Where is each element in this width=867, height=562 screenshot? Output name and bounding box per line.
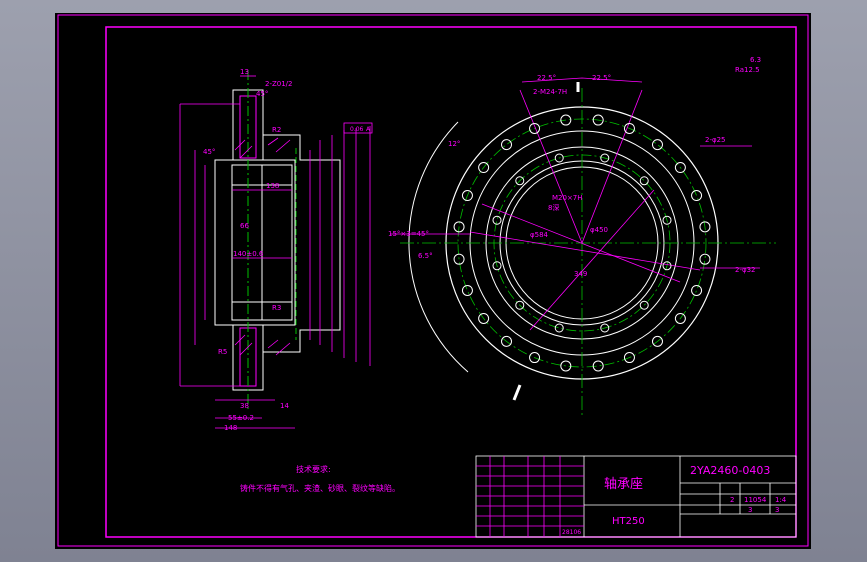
drawing-number: 2YA2460-0403 (690, 464, 770, 477)
bolt-hole (501, 335, 513, 347)
dim-holes-25: 2-φ25 (705, 136, 726, 144)
bolt-hole (592, 360, 604, 372)
dim-66: 66 (240, 222, 249, 230)
dim-angle-v45: 45° (203, 148, 215, 156)
bolt-hole (529, 122, 541, 134)
bolt-holes-inner (492, 153, 672, 333)
dim-22-5-b: 22.5° (592, 74, 611, 82)
sheet-border-outer (57, 14, 809, 547)
datum-label: A (366, 126, 371, 133)
dim-15deg: 15°×3=45° (388, 230, 429, 238)
bolt-hole (651, 139, 663, 151)
dim-6deg: 6.5° (418, 252, 433, 260)
bolt-hole (639, 300, 649, 310)
bolt-hole (600, 153, 610, 163)
bolt-hole (623, 122, 635, 134)
bolt-hole (560, 360, 572, 372)
sheet-total: 3 (748, 506, 752, 514)
bolt-hole (691, 190, 703, 202)
dim-phi584: φ584 (530, 231, 549, 239)
cad-viewport[interactable]: 13 2-Z01/2 45° R2 45° 138 66 140±0.6 R3 … (55, 13, 811, 549)
dim-55: 55±0.2 (228, 414, 254, 422)
weight: 11054 (744, 496, 767, 504)
flatness-callout: 0.06 A (343, 122, 373, 134)
sheet-border-inner (105, 26, 797, 538)
bolt-hole (554, 153, 564, 163)
bolt-hole (515, 300, 525, 310)
dim-holes-32: 2-φ32 (735, 266, 756, 274)
dim-8deep: 8深 (548, 203, 559, 212)
dim-top-13: 13 (240, 68, 249, 76)
bolt-hole (699, 221, 711, 233)
bolt-hole (461, 284, 473, 296)
bolt-hole (453, 253, 465, 265)
bolt-hole (674, 162, 686, 174)
dim-r2: R2 (272, 126, 281, 134)
bolt-hole (699, 253, 711, 265)
flatness-value: 0.06 (350, 126, 364, 133)
dim-38: 38 (240, 402, 249, 410)
section-labels: 13 2-Z01/2 45° R2 45° 138 66 140±0.6 R3 … (203, 68, 293, 432)
tech-note: 铸件不得有气孔、夹渣、砂眼、裂纹等缺陷。 (240, 483, 400, 493)
sheet-index: 3 (775, 506, 779, 514)
bolt-hole (623, 352, 635, 364)
dim-138: 138 (266, 182, 279, 190)
front-labels: 22.5° 22.5° 2-M24-7H 2-φ25 12° M20×7H 8深… (388, 56, 761, 278)
roughness-note: Ra12.5 (735, 66, 760, 74)
title-block (475, 455, 797, 538)
bolt-hole (592, 114, 604, 126)
title-block-text: 轴承座 2YA2460-0403 HT250 2 11054 1:4 3 3 2… (562, 464, 787, 536)
bolt-hole (600, 323, 610, 333)
roughness-note-2: 6.3 (750, 56, 761, 64)
scale: 1:4 (775, 496, 787, 504)
dim-r5: R5 (218, 348, 227, 356)
bolt-hole (691, 284, 703, 296)
material: HT250 (612, 516, 645, 527)
dim-angle-45: 45° (256, 90, 268, 98)
dim-14: 14 (280, 402, 289, 410)
section-view (179, 70, 371, 429)
bolt-hole (461, 190, 473, 202)
bolt-hole (453, 221, 465, 233)
bolt-hole (501, 139, 513, 151)
bolt-hole (529, 352, 541, 364)
tech-title: 技术要求: (296, 464, 331, 474)
dim-m20: M20×7H (552, 194, 583, 202)
bolt-hole (560, 114, 572, 126)
bolt-holes-outer (453, 114, 711, 372)
dim-12deg: 12° (448, 140, 460, 148)
dim-22-5-a: 22.5° (537, 74, 556, 82)
dim-148: 148 (224, 424, 237, 432)
bolt-hole (639, 176, 649, 186)
part-name: 轴承座 (604, 477, 643, 492)
dim-349: 349 (574, 270, 587, 278)
code: 28106 (562, 529, 581, 536)
bolt-hole (492, 261, 502, 271)
tech-notes: 技术要求: 铸件不得有气孔、夹渣、砂眼、裂纹等缺陷。 (240, 464, 400, 493)
dim-holes-m24: 2-M24-7H (533, 88, 567, 96)
bolt-hole (478, 162, 490, 174)
bolt-hole (478, 312, 490, 324)
dim-phi450: φ450 (590, 226, 608, 234)
dim-140: 140±0.6 (233, 250, 264, 258)
bolt-hole (515, 176, 525, 186)
bolt-hole (492, 215, 502, 225)
bolt-hole (651, 335, 663, 347)
front-view (390, 77, 776, 418)
bolt-hole (662, 261, 672, 271)
bolt-hole (554, 323, 564, 333)
sheet-count: 2 (730, 496, 734, 504)
dim-r3: R3 (272, 304, 281, 312)
bolt-hole (674, 312, 686, 324)
drawing-canvas: 13 2-Z01/2 45° R2 45° 138 66 140±0.6 R3 … (57, 14, 809, 547)
dim-top-chamfer: 2-Z01/2 (265, 80, 293, 88)
bolt-hole (662, 215, 672, 225)
